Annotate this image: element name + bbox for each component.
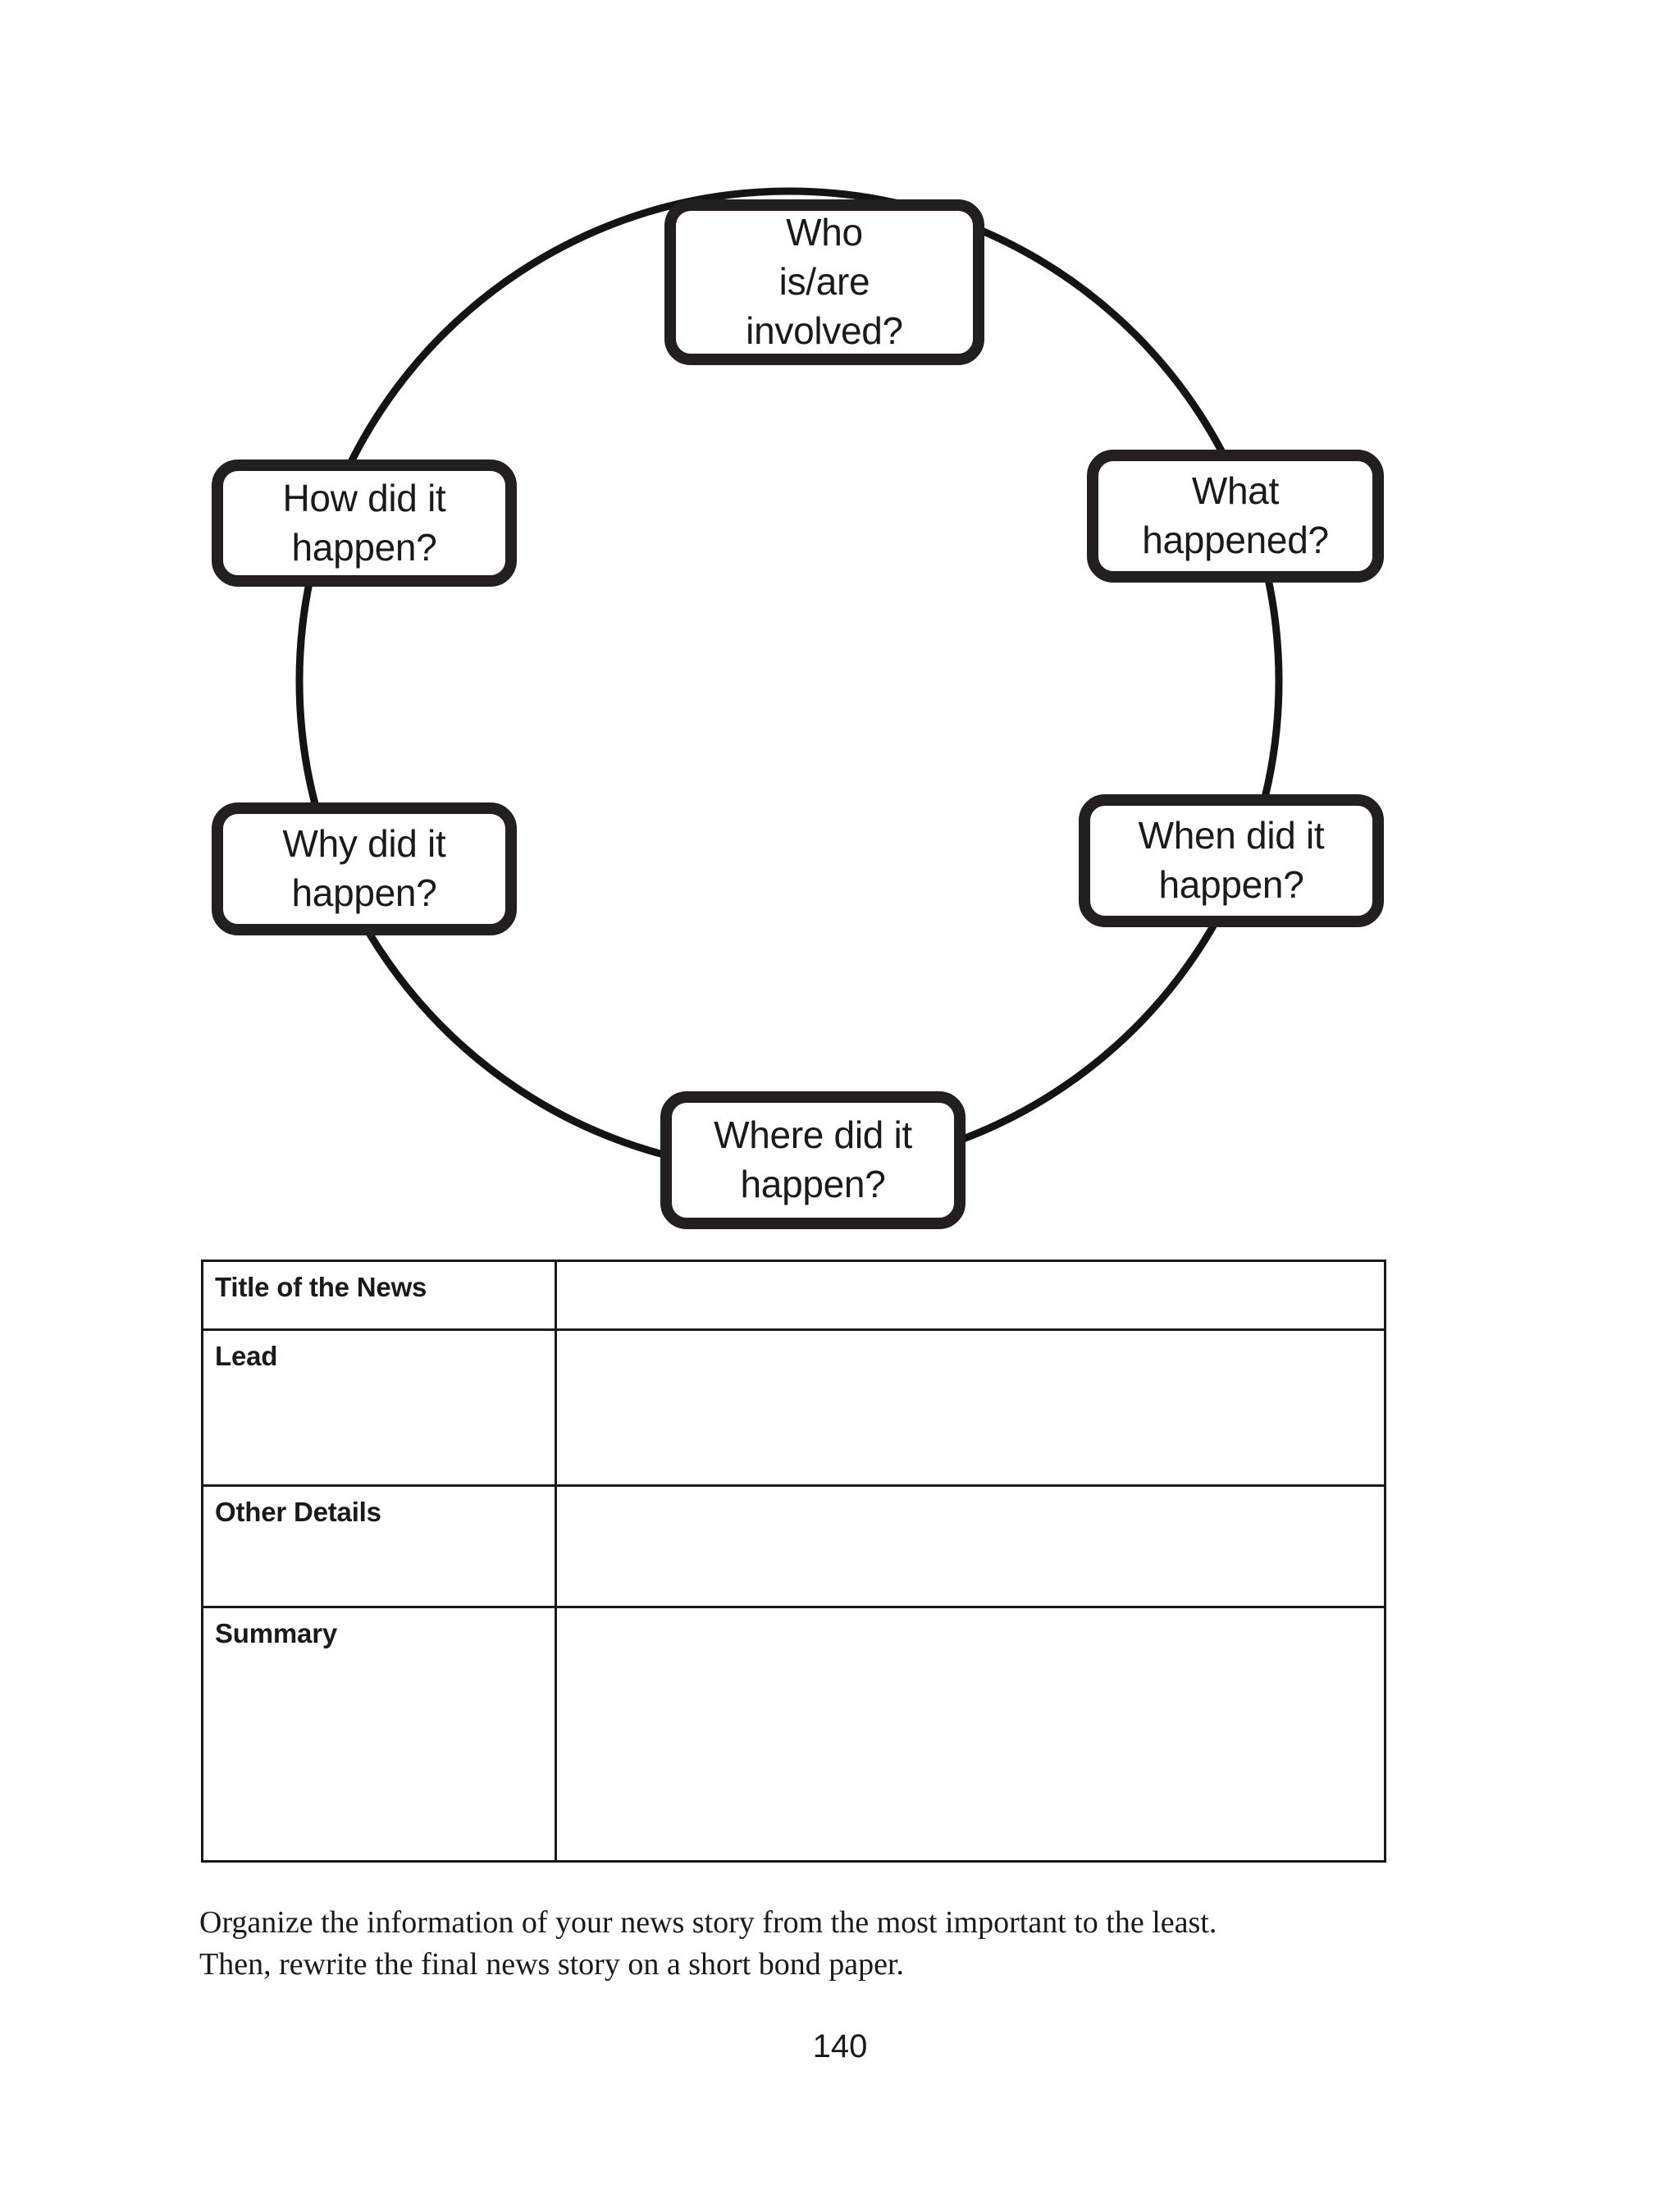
- instruction-line-1: Organize the information of your news st…: [199, 1905, 1217, 1940]
- row-label-summary: Summary: [201, 1606, 557, 1863]
- instruction-text: Organize the information of your news st…: [199, 1902, 1389, 1986]
- row-label-lead: Lead: [201, 1328, 557, 1487]
- question-node-when[interactable]: When did it happen?: [1079, 794, 1384, 927]
- question-node-why-label: Why did it happen?: [282, 822, 446, 914]
- question-node-what[interactable]: What happened?: [1087, 450, 1384, 583]
- table-row: Other Details: [201, 1484, 1386, 1608]
- news-organizer-table: Title of the News Lead Other Details Sum…: [201, 1260, 1386, 1863]
- instruction-line-2: Then, rewrite the final news story on a …: [199, 1946, 904, 1982]
- question-node-where[interactable]: Where did it happen?: [660, 1091, 966, 1229]
- row-value-title-of-the-news[interactable]: [555, 1260, 1386, 1331]
- question-node-where-label: Where did it happen?: [714, 1113, 912, 1205]
- question-node-why[interactable]: Why did it happen?: [212, 802, 517, 935]
- table-row: Summary: [201, 1606, 1386, 1863]
- row-value-lead[interactable]: [555, 1328, 1386, 1487]
- question-node-who-label: Who is/are involved?: [746, 211, 903, 352]
- question-node-how[interactable]: How did it happen?: [212, 459, 517, 587]
- question-node-how-label: How did it happen?: [282, 476, 446, 569]
- row-value-summary[interactable]: [555, 1606, 1386, 1863]
- row-value-other-details[interactable]: [555, 1484, 1386, 1608]
- page-number: 140: [812, 2028, 868, 2064]
- cycle-diagram: Who is/are involved? What happened? When…: [212, 187, 1384, 1229]
- question-node-when-label: When did it happen?: [1138, 814, 1325, 906]
- row-label-other-details: Other Details: [201, 1484, 557, 1608]
- question-node-what-label: What happened?: [1142, 469, 1329, 561]
- diagram-circle-outline: [295, 187, 1283, 1175]
- question-node-who[interactable]: Who is/are involved?: [664, 199, 984, 365]
- table-row: Lead: [201, 1328, 1386, 1487]
- row-label-title-of-the-news: Title of the News: [201, 1260, 557, 1331]
- table-row: Title of the News: [201, 1260, 1386, 1331]
